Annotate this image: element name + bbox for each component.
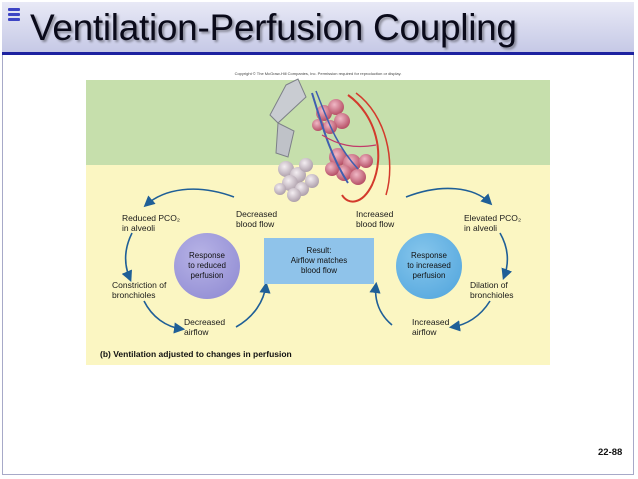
slide-number: 22-88 (598, 447, 623, 458)
result-box: Result: Airflow matches blood flow (264, 238, 374, 284)
response-increased-perfusion: Response to increased perfusion (396, 233, 462, 299)
arrow-constriction-to-decreased-airflow (143, 300, 186, 334)
arrow-elevated-pco2-to-dilation (499, 232, 513, 280)
label-elevated-pco2: Elevated PCO₂ in alveoli (464, 213, 522, 233)
arrow-increased-flow-to-elevated-pco2 (405, 187, 493, 206)
response-reduced-perfusion: Response to reduced perfusion (174, 233, 240, 299)
label-constriction-bronchioles: Constriction of bronchioles (112, 280, 167, 300)
arrow-decreased-airflow-to-result (235, 281, 271, 328)
copyright-notice: Copyright © The McGraw-Hill Companies, I… (234, 71, 402, 76)
slide-title: Ventilation-Perfusion Coupling (30, 7, 517, 48)
label-decreased-blood-flow: Decreased blood flow (236, 209, 278, 229)
title-bar: Ventilation-Perfusion Coupling (2, 2, 634, 55)
label-reduced-pco2: Reduced PCO₂ in alveoli (122, 213, 181, 233)
figure-caption: (b) Ventilation adjusted to changes in p… (100, 349, 292, 359)
vq-figure: Copyright © The McGraw-Hill Companies, I… (86, 65, 550, 365)
alveoli-illustration (269, 78, 391, 203)
cycle-arrows (121, 187, 513, 334)
label-dilation-bronchioles: Dilation of bronchioles (470, 280, 514, 300)
label-decreased-airflow: Decreased airflow (184, 317, 226, 337)
arrow-reduced-pco2-to-constriction (121, 232, 133, 282)
label-increased-blood-flow: Increased blood flow (356, 209, 395, 229)
arrow-dilation-to-increased-airflow (448, 300, 491, 332)
arrow-decreased-flow-to-reduced-pco2 (143, 188, 235, 208)
label-increased-airflow: Increased airflow (412, 317, 450, 337)
title-accent-icon (8, 8, 20, 24)
arrow-increased-airflow-to-result (369, 281, 393, 326)
